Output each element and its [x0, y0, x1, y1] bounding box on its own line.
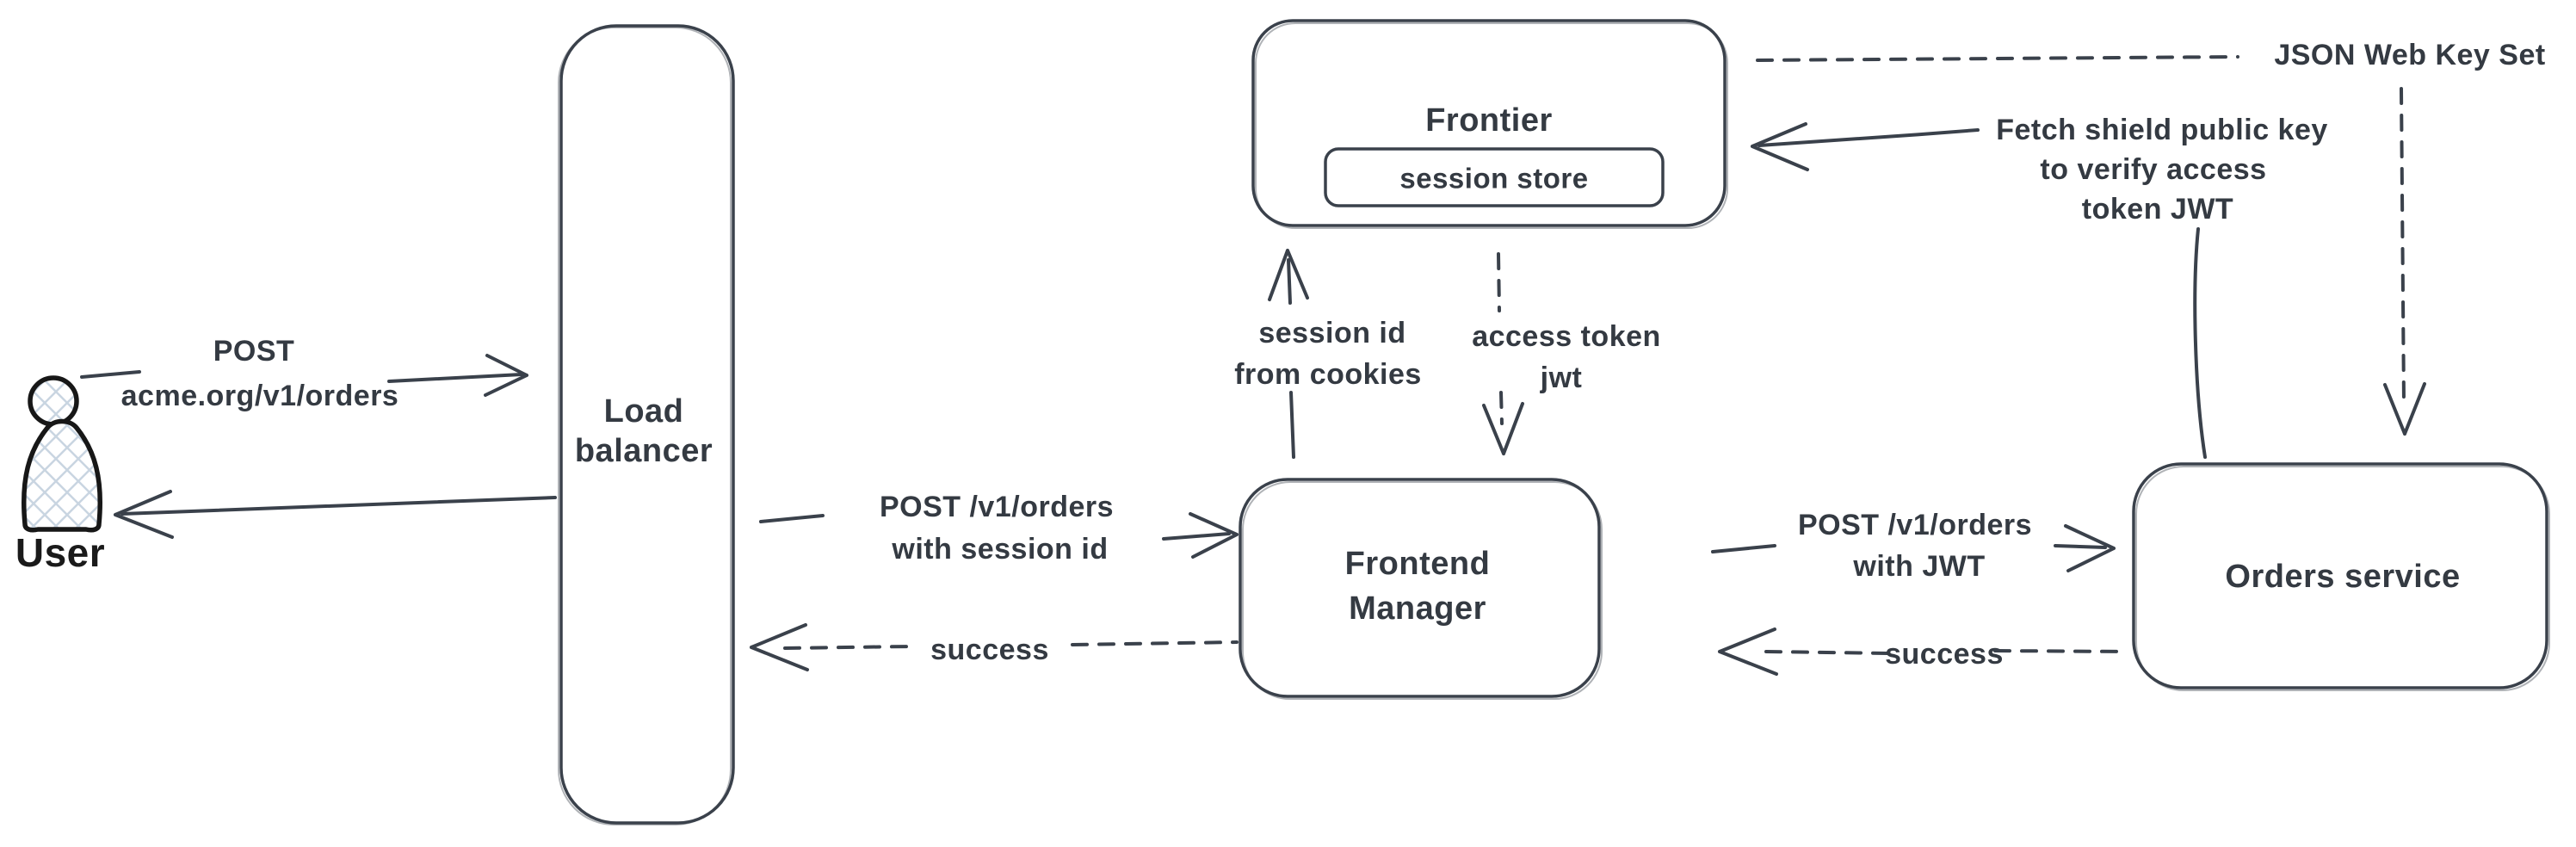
load-balancer-node: Load balancer: [558, 24, 735, 825]
fm-to-frontier-label-line2: from cookies: [1234, 358, 1422, 391]
frontier-to-fm-arrowhead: [1482, 402, 1524, 455]
load-balancer-label-line2: balancer: [575, 433, 713, 469]
jwks-label: JSON Web Key Set: [2274, 39, 2545, 71]
load-balancer-box: [559, 24, 735, 825]
orders-service-box-echo: [2135, 466, 2550, 691]
frontier-box-echo: [1255, 22, 1728, 229]
orders-to-fm-success-dash-right: [1993, 649, 2129, 653]
fm-to-lb-success-dash-right: [1071, 640, 1239, 646]
lb-to-fm-label-line1: POST /v1/orders: [880, 491, 1114, 523]
user-to-lb-label-line2: acme.org/v1/orders: [121, 380, 399, 412]
lb-to-fm-arrow-line: [1162, 532, 1231, 541]
user-icon: [28, 375, 79, 427]
orders-to-fm-success-label: success: [1885, 638, 2004, 671]
edge-load-balancer-to-user: [114, 490, 557, 539]
lb-to-fm-arrow-tail: [759, 514, 825, 523]
lb-to-fm-label-line2: with session id: [891, 533, 1108, 566]
frontend-manager-box-echo: [1242, 481, 1603, 700]
user-to-lb-arrow-tail: [80, 370, 141, 379]
fm-to-orders-arrow-tail: [1711, 544, 1776, 553]
frontier-to-fm-label-line2: jwt: [1540, 362, 1583, 394]
frontier-node: Frontier session store: [1251, 19, 1728, 229]
frontend-manager-box: [1239, 478, 1601, 698]
fm-to-lb-success-arrowhead: [750, 623, 809, 671]
frontier-to-fm-label-line1: access token: [1472, 320, 1661, 353]
lb-to-fm-arrowhead: [1189, 512, 1239, 559]
jwks-to-orders-dash-line: [2400, 87, 2406, 405]
frontend-manager-node: Frontend Manager: [1239, 478, 1603, 700]
frontier-to-fm-dash-upper: [1497, 252, 1501, 312]
user-to-lb-arrowhead: [484, 354, 528, 397]
user-to-lb-label-line1: POST: [213, 335, 295, 368]
fm-to-frontier-arrow-lower: [1289, 391, 1295, 459]
fm-to-orders-label-line2: with JWT: [1852, 550, 1985, 583]
frontier-to-jwks-dash-line: [1756, 55, 2239, 62]
orders-service-label: Orders service: [2225, 559, 2460, 595]
session-store-label: session store: [1399, 163, 1588, 195]
edge-user-to-load-balancer: POST acme.org/v1/orders: [80, 335, 528, 412]
lb-to-user-arrow-line: [120, 496, 557, 516]
fm-to-frontier-label-line1: session id: [1258, 317, 1405, 349]
frontier-box: [1251, 19, 1727, 227]
frontier-to-fm-dash-lower: [1499, 391, 1504, 425]
frontend-manager-label-line2: Manager: [1349, 590, 1486, 627]
orders-service-box: [2132, 462, 2548, 689]
edge-frontier-to-frontend-manager: access token jwt: [1472, 252, 1661, 455]
lb-to-user-arrowhead: [114, 490, 174, 539]
fm-to-orders-arrowhead: [2064, 524, 2116, 572]
fm-to-orders-arrow-line: [2054, 544, 2107, 549]
fm-to-frontier-arrowhead: [1268, 249, 1309, 301]
edge-load-balancer-to-frontend-manager: POST /v1/orders with session id: [759, 491, 1239, 566]
frontend-manager-label-line1: Frontend: [1345, 546, 1491, 582]
load-balancer-label-line1: Load: [604, 393, 684, 430]
orders-to-frontier-label-line1: Fetch shield public key: [1996, 114, 2328, 146]
fm-to-frontier-arrow-upper: [1287, 258, 1292, 305]
orders-to-frontier-label-line2: to verify access: [2040, 153, 2266, 186]
fm-to-lb-success-dash-left: [783, 645, 912, 650]
jwks-to-orders-arrowhead: [2383, 382, 2426, 436]
edge-frontier-to-jwks: JSON Web Key Set: [1756, 39, 2545, 436]
edge-orders-to-frontier: Fetch shield public key to verify access…: [1751, 114, 2328, 459]
edge-frontend-manager-to-orders: POST /v1/orders with JWT: [1711, 509, 2116, 583]
user-to-lb-arrow-line: [387, 373, 523, 383]
orders-to-frontier-curve: [2193, 227, 2207, 459]
orders-to-frontier-label-line3: token JWT: [2082, 193, 2233, 226]
orders-to-fm-success-dash-left: [1764, 650, 1892, 655]
orders-service-node: Orders service: [2132, 462, 2550, 691]
user-label: User: [15, 530, 105, 575]
fm-to-orders-label-line1: POST /v1/orders: [1798, 509, 2032, 541]
user-icon-body: [21, 418, 103, 533]
load-balancer-box-echo: [558, 27, 732, 825]
edge-orders-to-frontend-manager-success: success: [1718, 628, 2129, 676]
user-actor: User: [15, 375, 105, 575]
orders-to-frontier-arrow-line: [1757, 128, 1980, 147]
fm-to-lb-success-label: success: [930, 634, 1049, 666]
edge-frontend-manager-to-frontier: session id from cookies: [1234, 249, 1422, 459]
orders-to-frontier-arrowhead: [1751, 122, 1809, 171]
edge-frontend-manager-to-load-balancer-success: success: [750, 623, 1239, 671]
frontier-label: Frontier: [1425, 102, 1553, 139]
session-store-box: [1324, 147, 1665, 207]
orders-to-fm-success-arrowhead: [1718, 628, 1778, 676]
